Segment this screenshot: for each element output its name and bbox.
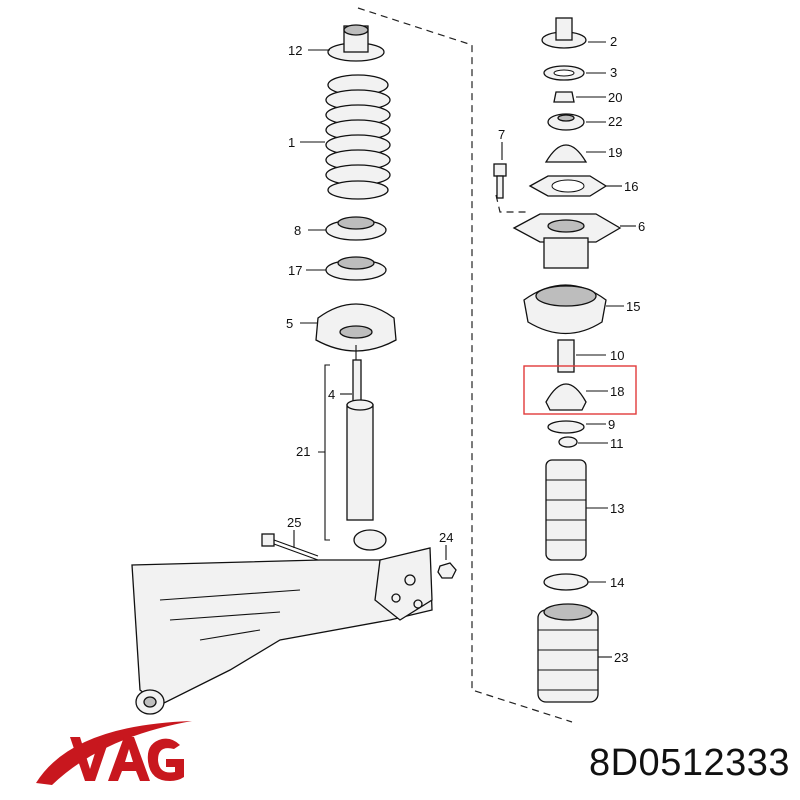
part-6-mount	[512, 213, 622, 269]
part-25-bolt	[261, 533, 319, 561]
part-2-nut	[541, 17, 587, 49]
part-11-ring	[558, 436, 578, 448]
callout-3: 3	[610, 65, 617, 80]
callout-6: 6	[638, 219, 645, 234]
part-20-nut	[553, 91, 575, 103]
callout-14: 14	[610, 575, 624, 590]
callout-7: 7	[498, 127, 505, 142]
rear-axle-beam	[131, 547, 433, 715]
part-19-buffer	[544, 144, 588, 163]
leader-lines	[293, 41, 636, 658]
part-number: 8D0512333	[588, 742, 790, 784]
part-12-spring-seat	[327, 24, 385, 62]
part-21-shock-absorber	[346, 359, 387, 551]
callout-9: 9	[608, 417, 615, 432]
callout-16: 16	[624, 179, 638, 194]
part-24-nut	[437, 562, 457, 579]
part-1-coil-spring	[325, 74, 391, 200]
part-14-cup	[543, 573, 589, 591]
callout-4: 4	[328, 387, 335, 402]
part-3-washer	[543, 65, 585, 81]
part-16-gasket	[528, 175, 608, 197]
assembly-guide-lines	[357, 7, 573, 723]
logo-swoosh	[36, 721, 192, 785]
callout-5: 5	[286, 316, 293, 331]
callout-22: 22	[608, 114, 622, 129]
part-13-bump-stop	[545, 459, 587, 561]
callout-25: 25	[287, 515, 301, 530]
callout-24: 24	[439, 530, 453, 545]
part-8-spring-pad	[325, 216, 387, 241]
callout-15: 15	[626, 299, 640, 314]
part-9-washer	[547, 420, 585, 434]
callout-10: 10	[610, 348, 624, 363]
logo-letters	[70, 737, 184, 781]
callout-11: 11	[610, 436, 624, 451]
part-7-bolt	[493, 163, 507, 199]
callout-19: 19	[608, 145, 622, 160]
callout-labels: 12 1 8 17 5 4 21 25 24 2 3 20 22 7 19 16…	[286, 34, 645, 665]
callout-17: 17	[288, 263, 302, 278]
part-22-cap	[547, 113, 585, 131]
part-17-spring-pad	[325, 256, 387, 281]
callout-1: 1	[288, 135, 295, 150]
callout-18: 18	[610, 384, 624, 399]
callout-2: 2	[610, 34, 617, 49]
vag-logo	[36, 721, 192, 785]
callout-8: 8	[294, 223, 301, 238]
part-10-sleeve	[557, 339, 575, 373]
callout-12: 12	[288, 43, 302, 58]
callout-21: 21	[296, 444, 310, 459]
callout-13: 13	[610, 501, 624, 516]
part-23-dust-boot	[537, 603, 599, 703]
part-18-bump-stop	[545, 383, 587, 411]
callout-23: 23	[614, 650, 628, 665]
bracket-21	[318, 364, 330, 541]
part-15-top-mount	[523, 284, 607, 335]
callout-20: 20	[608, 90, 622, 105]
highlight-box-18	[523, 365, 637, 415]
part-5-spring-plate	[315, 303, 397, 360]
